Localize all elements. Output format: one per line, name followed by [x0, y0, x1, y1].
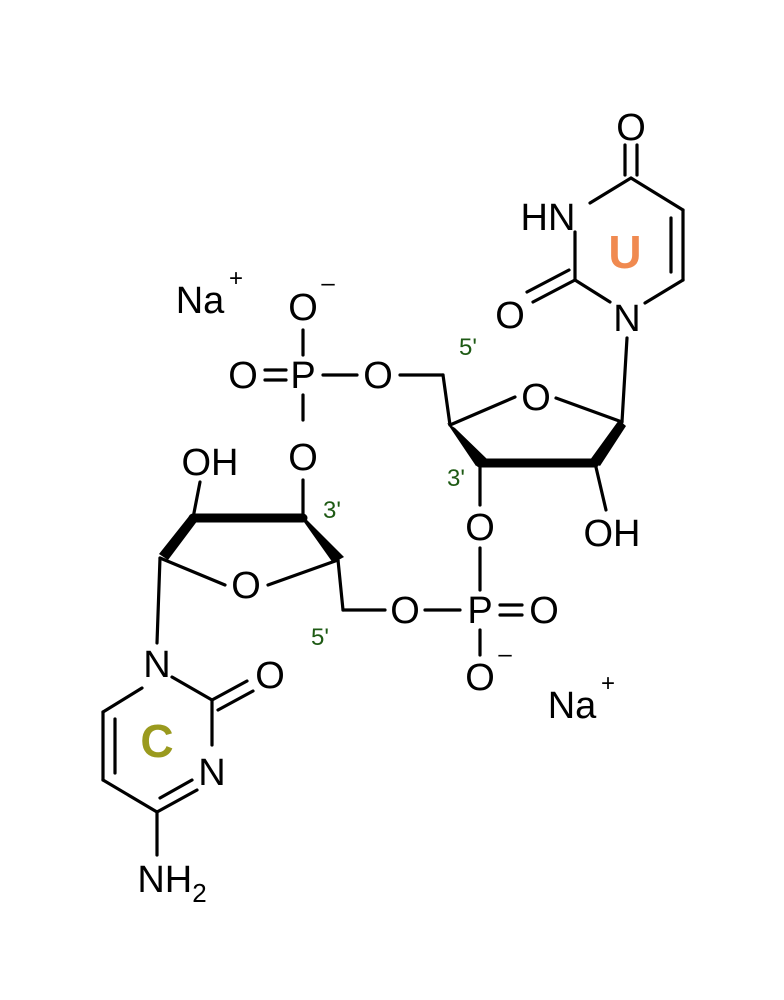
charge-minus-lower: –: [498, 641, 512, 668]
bond-c2-n1: [573, 278, 612, 304]
bond-c2-oh-lower: [191, 480, 202, 520]
charge-plus-na-upper: +: [229, 265, 243, 292]
cytosine-base-label: C: [140, 715, 173, 767]
bond-c2-o2-cyt: [210, 679, 249, 702]
wedge-c1-c2-upper: [590, 420, 626, 466]
label-5prime-lower: 5': [311, 624, 329, 651]
bond-c2-o2-cyt-double: [216, 689, 255, 712]
atom-o-minus-lower: O: [465, 657, 495, 699]
atom-p-lower: P: [467, 590, 492, 632]
bond-n1-c1prime-upper: [620, 336, 629, 424]
bond-c1-o4-upper: [554, 396, 624, 424]
bond-c6-n1-cyt: [101, 686, 144, 714]
atom-hn3-uracil: HN: [521, 197, 576, 239]
atom-o5-ribose-upper: O: [363, 355, 393, 397]
label-5prime-upper: 5': [459, 334, 477, 361]
bond-n1-c2-cyt: [170, 675, 214, 702]
bond-c1-o4-lower: [158, 556, 227, 587]
bond-c2-o2: [531, 278, 577, 304]
atom-nh-subscript: 2: [192, 878, 206, 908]
bond-c2-o2-double: [525, 268, 571, 294]
atom-o4-ribose-lower: O: [231, 565, 261, 607]
position-labels: 5' 3' 3' 5': [311, 334, 477, 651]
wedge-c2-c1-lower: [159, 515, 198, 560]
bond-c4-c5-lower: [336, 558, 345, 612]
atom-n1-cytosine: N: [143, 644, 170, 686]
bond-c4-c5-cyt: [101, 778, 159, 814]
atom-n3-cytosine: N: [198, 752, 225, 794]
charge-plus-na-lower: +: [601, 670, 615, 697]
bond-c6-n1: [643, 278, 685, 305]
atom-o2-uracil: O: [495, 295, 525, 337]
atom-o-double-lower: O: [529, 590, 559, 632]
label-3prime-lower: 3': [323, 497, 341, 524]
atom-o-bridge-upper: O: [288, 437, 318, 479]
atom-o4-ribose-upper: O: [521, 377, 551, 419]
atom-o-double-upper: O: [228, 355, 258, 397]
bond-o4-c4-upper: [448, 395, 517, 427]
charge-minus-upper: –: [321, 270, 335, 297]
atom-n1-uracil: N: [613, 298, 640, 340]
atom-o4-uracil: O: [616, 107, 646, 149]
bond-o4-c4-lower: [266, 558, 340, 587]
atom-na-lower: Na: [548, 685, 597, 727]
atom-oh-ribose-lower: OH: [182, 442, 239, 484]
atom-na-upper: Na: [176, 280, 225, 322]
bond-n3-c4-cyt-inner: [158, 778, 194, 800]
bond-c1-n1-lower: [155, 556, 162, 645]
atom-labels: O HN O N U O OH O O P O O – O Na + OH O …: [137, 107, 645, 908]
wedge-c4-c3-upper: [447, 423, 487, 466]
label-3prime-upper: 3': [447, 465, 465, 492]
wedge-c3-c4-lower: [299, 515, 344, 563]
atom-oh-ribose-upper: OH: [584, 513, 641, 555]
atom-p-upper: P: [290, 355, 315, 397]
bond-c4-c5: [629, 176, 685, 212]
bond-c4-c5-upper: [441, 373, 452, 427]
atom-o2-cytosine: O: [255, 655, 285, 697]
atom-nh2-cytosine: NH2: [137, 859, 206, 908]
atom-nh-text: NH: [137, 859, 192, 901]
bond-c4-n3: [588, 176, 633, 205]
bond-n3-c4-cyt: [155, 788, 199, 814]
bonds: [101, 143, 685, 857]
uracil-base-label: U: [608, 226, 641, 278]
atom-o-minus-upper: O: [288, 287, 318, 329]
atom-o3-ribose-upper: O: [465, 507, 495, 549]
bond-c2-oh-upper: [593, 461, 608, 512]
atom-o5-ribose-lower: O: [390, 590, 420, 632]
